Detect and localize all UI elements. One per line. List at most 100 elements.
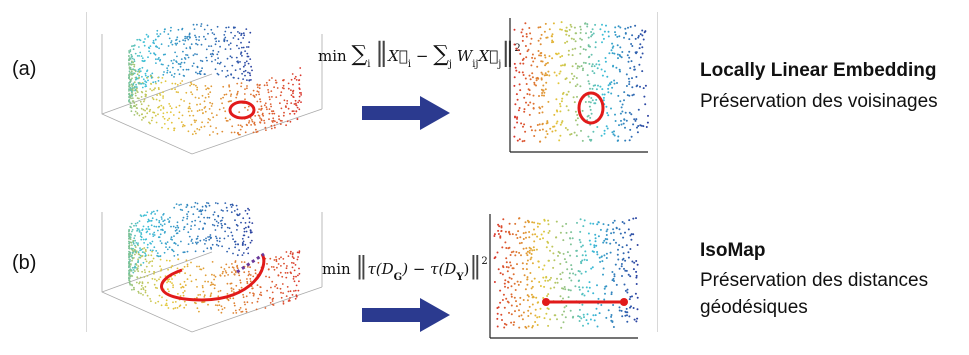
- roll-point: [145, 228, 148, 230]
- embedding-point: [527, 48, 530, 51]
- roll-point: [140, 248, 143, 251]
- roll-point: [240, 85, 243, 88]
- roll-point: [151, 97, 154, 99]
- embedding-point: [503, 322, 506, 325]
- roll-point: [279, 123, 282, 125]
- roll-point: [276, 121, 278, 124]
- embedding-2d-plot-b: [489, 214, 639, 339]
- embedding-point: [497, 229, 500, 232]
- roll-point: [246, 52, 249, 55]
- embedding-point: [512, 267, 515, 270]
- roll-point: [296, 118, 299, 120]
- roll-point: [291, 256, 294, 258]
- roll-point: [263, 119, 265, 122]
- roll-point: [282, 302, 285, 305]
- embedding-point: [538, 123, 541, 126]
- roll-point: [136, 243, 139, 246]
- roll-point: [294, 99, 297, 102]
- roll-point: [146, 246, 149, 249]
- roll-point: [148, 110, 151, 113]
- roll-point: [128, 233, 130, 236]
- embedding-point: [603, 298, 606, 301]
- roll-point: [133, 237, 136, 240]
- roll-point: [244, 131, 247, 134]
- roll-point: [242, 296, 245, 299]
- roll-point: [246, 46, 248, 48]
- roll-point: [293, 77, 296, 80]
- roll-point: [260, 291, 262, 294]
- roll-point: [161, 296, 163, 299]
- roll-point: [130, 93, 133, 96]
- embedding-point: [559, 134, 562, 137]
- roll-point: [184, 37, 186, 40]
- embedding-point: [510, 304, 513, 307]
- formula-minus: −: [415, 47, 429, 65]
- roll-point: [223, 93, 226, 96]
- roll-point: [188, 114, 191, 117]
- roll-point: [235, 271, 237, 274]
- embedding-point: [586, 313, 589, 316]
- roll-point: [181, 114, 184, 117]
- roll-point: [217, 300, 220, 303]
- roll-point: [299, 92, 301, 94]
- embedding-point: [580, 38, 583, 41]
- embedding-point: [617, 94, 620, 97]
- embedding-point: [639, 33, 642, 36]
- embedding-point: [546, 121, 549, 124]
- embedding-point: [570, 231, 573, 234]
- roll-point: [236, 208, 239, 211]
- roll-point: [153, 283, 156, 286]
- roll-point: [207, 96, 210, 98]
- embedding-point: [633, 118, 636, 121]
- roll-point: [149, 122, 151, 125]
- embedding-point: [557, 250, 560, 253]
- embedding-point: [565, 222, 568, 225]
- embedding-point: [632, 217, 635, 220]
- roll-point: [238, 32, 241, 34]
- roll-point: [128, 266, 131, 268]
- embedding-point: [561, 64, 564, 67]
- roll-point: [293, 280, 296, 283]
- embedding-point: [551, 245, 554, 248]
- lle-formula: min ∑i ‖X⃗i − ∑j WijX⃗j‖2: [318, 38, 521, 70]
- embedding-point: [510, 251, 513, 254]
- embedding-point: [525, 236, 527, 239]
- embedding-point: [505, 247, 508, 249]
- embedding-point: [515, 47, 518, 50]
- embedding-point: [519, 52, 522, 55]
- embedding-point: [633, 318, 636, 321]
- embedding-point: [603, 30, 606, 33]
- embedding-point: [602, 37, 605, 40]
- embedding-point: [500, 313, 503, 316]
- embedding-point: [583, 294, 586, 297]
- roll-point: [132, 61, 135, 64]
- embedding-point: [547, 279, 549, 282]
- roll-point: [266, 263, 268, 265]
- embedding-point: [616, 139, 619, 142]
- roll-point: [214, 202, 217, 204]
- roll-point: [154, 87, 156, 90]
- roll-point: [228, 84, 231, 87]
- embedding-point: [619, 232, 622, 235]
- roll-point: [140, 263, 142, 266]
- embedding-point: [603, 129, 606, 132]
- embedding-point: [590, 267, 593, 270]
- embedding-point: [598, 312, 601, 315]
- embedding-point: [533, 135, 536, 137]
- roll-point: [190, 206, 193, 209]
- embedding-point: [538, 315, 541, 318]
- roll-point: [166, 67, 168, 70]
- roll-point: [141, 75, 143, 78]
- embedding-point: [634, 37, 637, 40]
- embedding-point: [610, 92, 613, 95]
- roll-point: [128, 247, 130, 250]
- roll-point: [194, 34, 196, 37]
- embedding-point: [629, 67, 632, 70]
- embedding-point: [522, 299, 525, 301]
- embedding-point: [505, 323, 508, 326]
- roll-point: [164, 80, 167, 83]
- embedding-point: [508, 230, 511, 233]
- roll-point: [195, 278, 197, 281]
- roll-point: [162, 97, 164, 99]
- embedding-point: [607, 84, 610, 87]
